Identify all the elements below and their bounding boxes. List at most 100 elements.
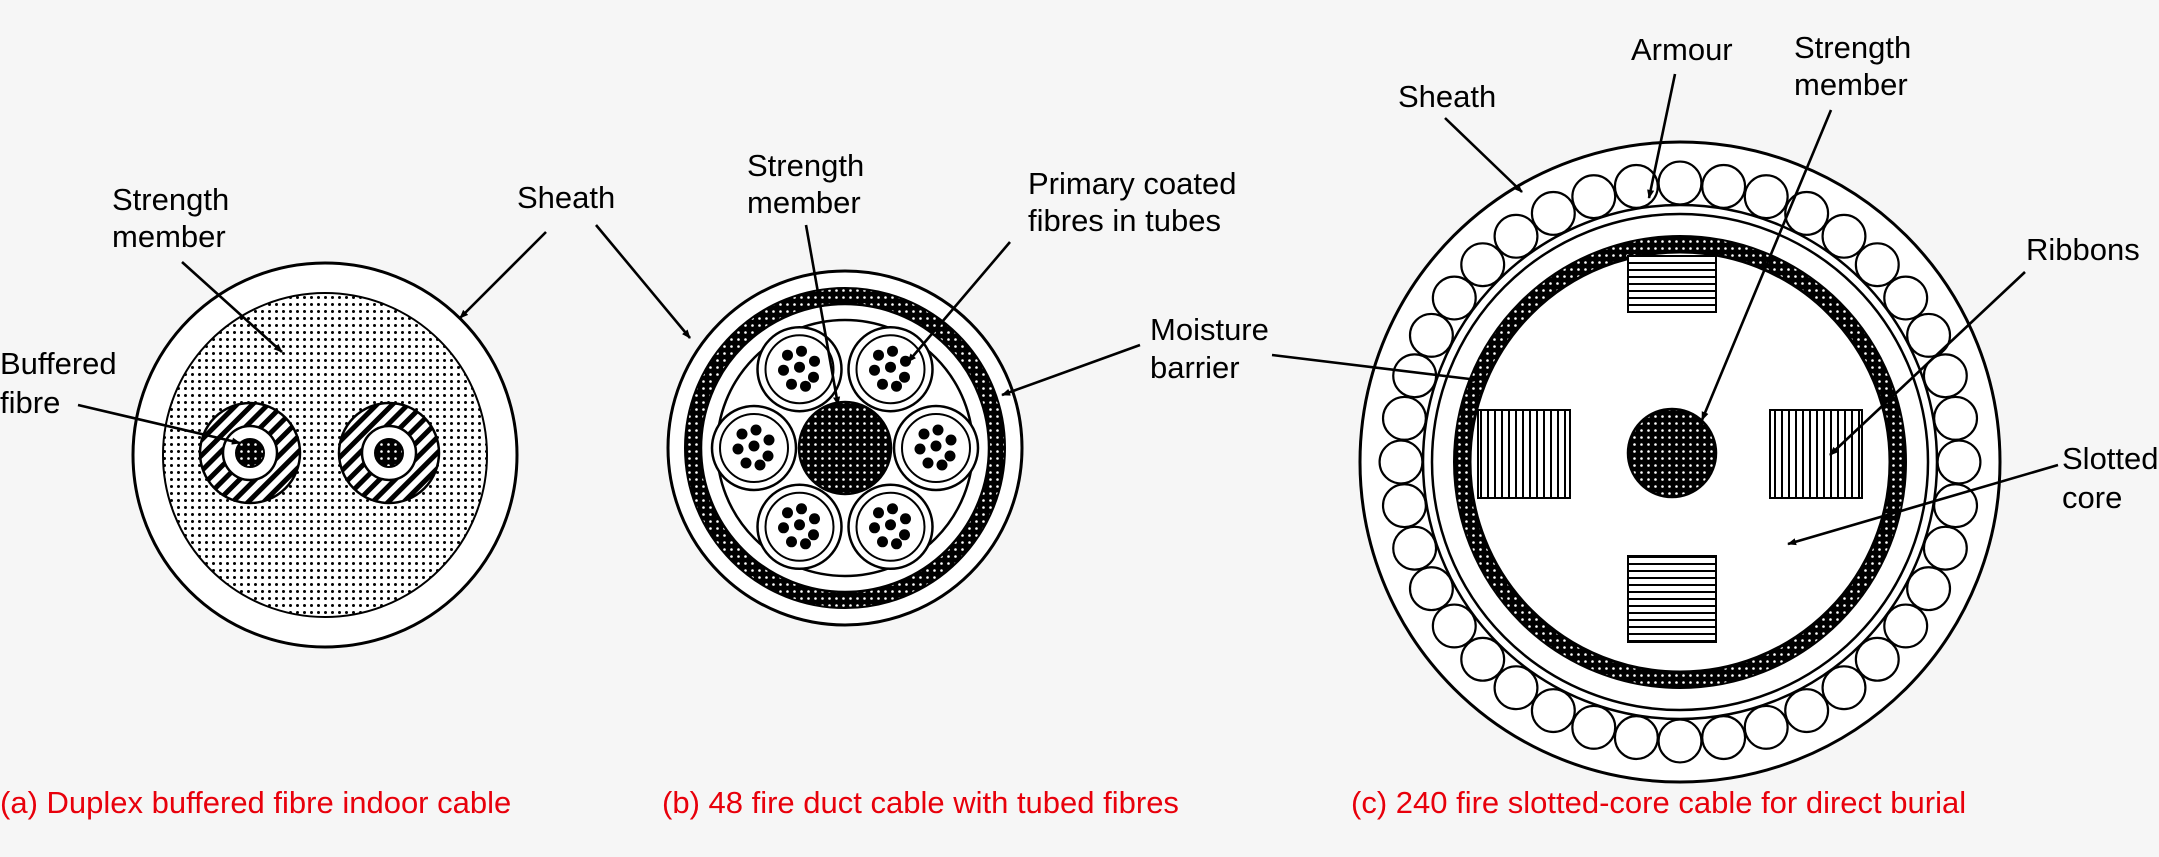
b-fibre (877, 536, 888, 548)
b-fibre (800, 538, 811, 550)
b-moisture-barrier-label: Moisture barrier (1150, 312, 1278, 385)
b-fibre (914, 443, 926, 455)
b-fibre (922, 457, 934, 469)
b-sheath-leader (595, 224, 691, 339)
b-fibre (885, 361, 896, 373)
b-fibre (936, 459, 948, 471)
a-buffered-fibre-label: Buffered fibre (0, 346, 125, 420)
b-fibre (748, 440, 760, 452)
diagram-c: Sheath Armour Strength member Ribbons Sl… (1271, 30, 2159, 820)
c-armour-label: Armour (1631, 32, 1733, 67)
diagram-a: Strength member Sheath Buffered fibre (a… (0, 180, 615, 820)
b-fibre (796, 503, 807, 515)
b-fibre (900, 513, 911, 525)
c-armour-wire (1657, 718, 1703, 764)
a-buffered-fibre-left (198, 401, 302, 505)
c-armour-wire (1493, 665, 1539, 711)
c-armour-wire (1906, 566, 1952, 612)
b-fibre (891, 380, 902, 392)
c-armour-wire (1883, 275, 1929, 321)
b-fibre (778, 364, 789, 376)
c-armour-wire (1854, 636, 1900, 682)
b-primary-coated-label: Primary coated fibres in tubes (1028, 166, 1245, 238)
b-fibre (800, 380, 811, 392)
c-armour-wire (1408, 566, 1454, 612)
b-fibre (869, 364, 880, 376)
c-armour-wire (1571, 174, 1617, 220)
c-caption: (c) 240 fire slotted-core cable for dire… (1351, 785, 1966, 820)
c-armour-wire (1392, 353, 1438, 399)
c-armour-wire (1701, 715, 1747, 761)
c-ribbons-label: Ribbons (2026, 232, 2140, 267)
b-fibre (808, 529, 819, 541)
b-fibre (885, 519, 896, 531)
c-armour-wire (1657, 160, 1703, 206)
a-strength-member-label: Strength member (112, 182, 238, 254)
c-armour-wire (1922, 525, 1968, 571)
b-fibre (754, 459, 766, 471)
b-fibre-tube (756, 325, 843, 413)
b-fibre (932, 424, 944, 436)
b-fibre (794, 361, 805, 373)
b-fibre (786, 378, 797, 390)
c-slotted-core-label: Slotted core (2062, 441, 2159, 515)
c-armour-wire (1784, 688, 1830, 734)
b-strength-member-label: Strength member (747, 148, 873, 220)
b-caption: (b) 48 fire duct cable with tubed fibres (662, 785, 1179, 820)
b-fibre (877, 378, 888, 390)
c-sheath-label: Sheath (1398, 79, 1496, 114)
b-fibre-tube (892, 404, 980, 492)
c-armour-wire (1571, 704, 1617, 750)
b-fibre (944, 450, 956, 462)
b-fibre (732, 443, 744, 455)
b-moisture-barrier-leader (1001, 343, 1141, 397)
b-fibre (782, 507, 793, 519)
b-fibre (740, 457, 752, 469)
c-armour-wire (1854, 242, 1900, 288)
c-armour-leader (1647, 73, 1677, 199)
c-ribbon-left (1477, 409, 1571, 499)
b-fibre (930, 440, 942, 452)
b-fibre (899, 371, 910, 383)
b-fibre (945, 434, 957, 446)
b-fibre (887, 345, 898, 357)
b-fibre (873, 507, 884, 519)
diagram-b: Strength member Primary coated fibres in… (595, 148, 1278, 820)
c-armour-wire (1381, 395, 1427, 441)
b-fibre (786, 536, 797, 548)
c-armour-wire (1408, 312, 1454, 358)
b-fibre-tube (756, 483, 843, 571)
b-fibre (869, 522, 880, 534)
c-armour-wire (1460, 636, 1506, 682)
c-armour-wire (1933, 395, 1979, 441)
b-fibre (750, 424, 762, 436)
b-primary-coated-leader (907, 241, 1011, 363)
c-strength-member-leader (1700, 109, 1833, 421)
a-sheath-leader (459, 231, 547, 319)
c-armour-wire (1784, 190, 1830, 236)
c-armour-wires (1378, 160, 1982, 764)
b-fibre (808, 371, 819, 383)
b-strength-member (797, 400, 893, 496)
c-moisture-barrier-leader (1271, 353, 1479, 383)
b-fibre (778, 522, 789, 534)
b-fibre (873, 349, 884, 361)
c-armour-wire (1701, 163, 1747, 209)
c-armour-wire (1530, 190, 1576, 236)
b-fibre (736, 428, 748, 440)
c-armour-wire (1743, 174, 1789, 220)
c-armour-wire (1392, 525, 1438, 571)
c-armour-wire (1821, 213, 1867, 259)
c-ribbon-bottom (1627, 555, 1717, 643)
b-fibre-tube (847, 325, 934, 413)
c-armour-wire (1613, 715, 1659, 761)
c-armour-wire (1743, 704, 1789, 750)
b-fibre (796, 345, 807, 357)
c-armour-wire (1493, 213, 1539, 259)
b-fibre (899, 529, 910, 541)
c-armour-wire (1431, 275, 1477, 321)
c-armour-wire (1381, 483, 1427, 529)
c-armour-wire (1936, 439, 1982, 485)
b-fibre-tubes (710, 325, 980, 571)
